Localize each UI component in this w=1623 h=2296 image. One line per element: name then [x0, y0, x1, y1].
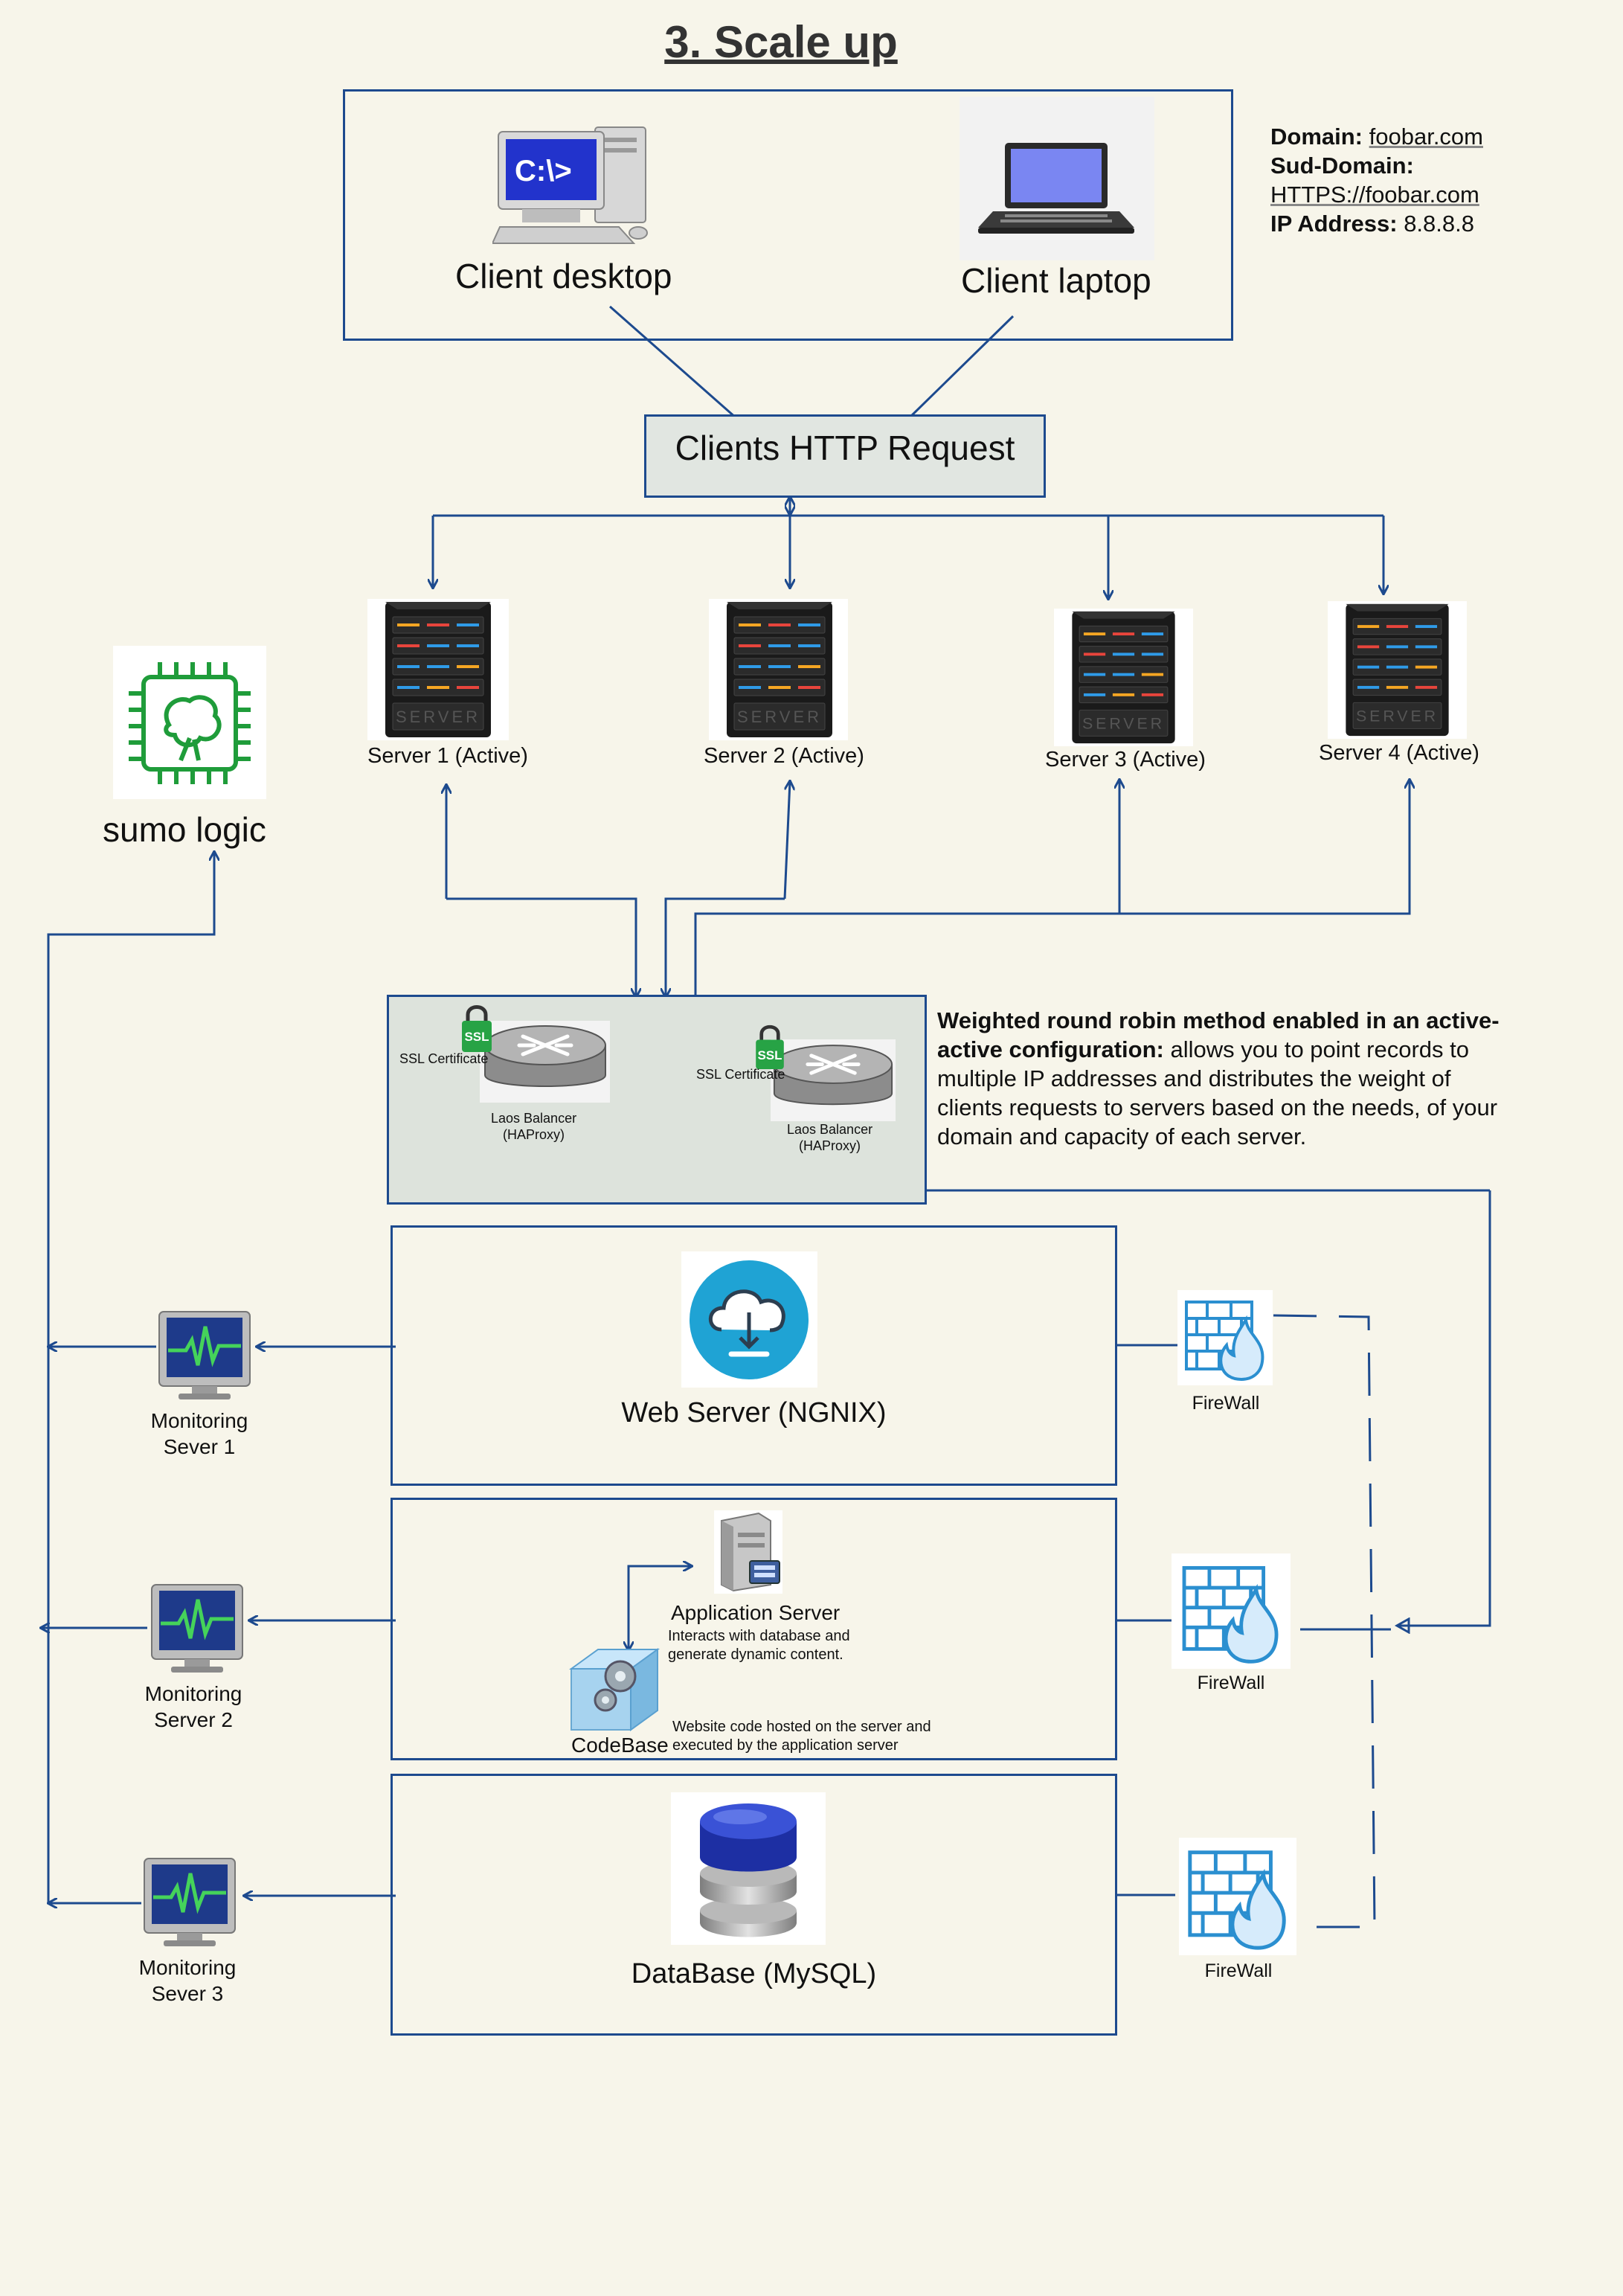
web-server-box — [391, 1225, 1117, 1486]
server-icon-text: SERVER — [737, 708, 822, 726]
server-2: SERVER — [709, 599, 848, 740]
router-2-icon — [773, 1045, 893, 1106]
server-2-label: Server 2 (Active) — [704, 744, 864, 768]
firewall-icon — [1185, 1301, 1264, 1382]
http-request-box — [644, 414, 1046, 498]
monitor-2-title: Monitoring — [144, 1682, 242, 1705]
monitor-3 — [141, 1853, 238, 1949]
sumo-logic-label: sumo logic — [103, 810, 266, 849]
firewall-3-label: FireWall — [1204, 1960, 1273, 1981]
firewall-2 — [1172, 1553, 1291, 1669]
clients-box — [343, 89, 1233, 341]
domain-label: Domain: — [1270, 124, 1363, 150]
server-3: SERVER — [1054, 609, 1193, 746]
client-laptop-label: Client laptop — [961, 261, 1151, 300]
application-server-title: Application Server — [671, 1601, 841, 1624]
database-icon — [700, 1803, 797, 1937]
sumo-logic-brain-icon — [129, 662, 251, 784]
codebase-icon — [568, 1648, 661, 1731]
sumo-logic-logo-bg — [113, 646, 266, 799]
ssl-badge-2: SSL — [755, 1023, 785, 1069]
monitor-1-label: Monitoring Sever 1 — [125, 1408, 274, 1460]
subdomain-link[interactable]: HTTPS://foobar.com — [1270, 182, 1479, 208]
firewall-icon — [1182, 1565, 1279, 1664]
ip-label: IP Address: — [1270, 211, 1398, 237]
load-balancer-1-name: Laos Balancer — [491, 1111, 577, 1126]
codebase-description: Website code hosted on the server and ex… — [672, 1719, 931, 1754]
application-server-description: Interacts with database and generate dyn… — [668, 1628, 850, 1663]
router-1-icon — [484, 1025, 606, 1087]
server-icon-text: SERVER — [1356, 708, 1439, 725]
ssl-badge-1: SSL — [462, 1003, 492, 1052]
load-balancer-1-type: (HAProxy) — [503, 1126, 565, 1142]
ssl-certificate-label-1: SSL Certificate — [399, 1051, 489, 1066]
monitor-3-label: Monitoring Sever 3 — [113, 1955, 262, 2007]
server-1: SERVER — [367, 599, 509, 740]
page-title: 3. Scale up — [664, 17, 898, 67]
database-box — [391, 1774, 1117, 2036]
monitor-3-name: Sever 3 — [151, 1982, 224, 2005]
ssl-badge-text: SSL — [464, 1030, 489, 1044]
lock-icon — [462, 1005, 492, 1052]
firewall-1 — [1177, 1290, 1273, 1385]
note-heading: Weighted round robin method enabled in a… — [937, 1007, 1500, 1062]
server-4: SERVER — [1328, 601, 1467, 739]
ssl-badge-text: SSL — [757, 1048, 782, 1062]
monitor-2-label: Monitoring Server 2 — [119, 1681, 268, 1733]
database-label: DataBase (MySQL) — [631, 1958, 877, 1989]
monitor-1-title: Monitoring — [150, 1409, 248, 1432]
server-icon: SERVER — [1072, 611, 1175, 744]
laptop-icon — [978, 143, 1134, 234]
server-3-label: Server 3 (Active) — [1045, 748, 1206, 772]
application-server-icon — [714, 1510, 782, 1594]
load-balancer-2-type: (HAProxy) — [799, 1138, 861, 1153]
monitor-icon — [151, 1584, 243, 1673]
server-icon-text: SERVER — [1082, 715, 1165, 733]
desktop-computer-icon: C:\> — [492, 126, 648, 244]
ssl-certificate-label-2: SSL Certificate — [696, 1067, 785, 1082]
server-icon: SERVER — [1346, 603, 1449, 737]
domain-link[interactable]: foobar.com — [1369, 124, 1483, 150]
server-icon: SERVER — [727, 602, 832, 737]
monitor-3-title: Monitoring — [138, 1956, 237, 1979]
monitor-icon — [144, 1858, 236, 1946]
ip-value: 8.8.8.8 — [1404, 211, 1474, 237]
firewall-1-label: FireWall — [1192, 1393, 1260, 1414]
load-balancer-2-label: Laos Balancer (HAProxy) — [787, 1122, 872, 1154]
load-balancer-1-label: Laos Balancer (HAProxy) — [491, 1111, 576, 1143]
load-balancer-2-name: Laos Balancer — [787, 1122, 873, 1137]
client-desktop-label: Client desktop — [455, 257, 672, 295]
monitor-1-name: Sever 1 — [163, 1435, 236, 1458]
round-robin-note: Weighted round robin method enabled in a… — [937, 1006, 1517, 1151]
app-server-box — [391, 1498, 1117, 1760]
codebase-label: CodeBase — [571, 1734, 669, 1757]
server-icon-text: SERVER — [396, 708, 481, 726]
server-icon: SERVER — [385, 602, 491, 737]
firewall-icon — [1188, 1850, 1286, 1950]
desktop-screen-text: C:\> — [515, 155, 572, 187]
domain-info: Domain: foobar.com Sud-Domain: HTTPS://f… — [1270, 122, 1483, 238]
http-request-label: Clients HTTP Request — [675, 429, 1015, 467]
web-server-label: Web Server (NGNIX) — [621, 1397, 887, 1428]
cloud-download-icon — [690, 1260, 809, 1379]
monitor-2-name: Server 2 — [154, 1708, 233, 1731]
lock-icon — [756, 1024, 784, 1069]
server-4-label: Server 4 (Active) — [1319, 741, 1479, 765]
firewall-3 — [1179, 1838, 1296, 1955]
note-body: allows you to point records to multiple … — [937, 1036, 1498, 1149]
monitor-2 — [149, 1579, 245, 1675]
monitor-1 — [156, 1306, 253, 1402]
subdomain-label: Sud-Domain: — [1270, 153, 1414, 179]
server-1-label: Server 1 (Active) — [367, 744, 528, 768]
firewall-2-label: FireWall — [1197, 1673, 1265, 1693]
monitor-icon — [158, 1311, 251, 1399]
